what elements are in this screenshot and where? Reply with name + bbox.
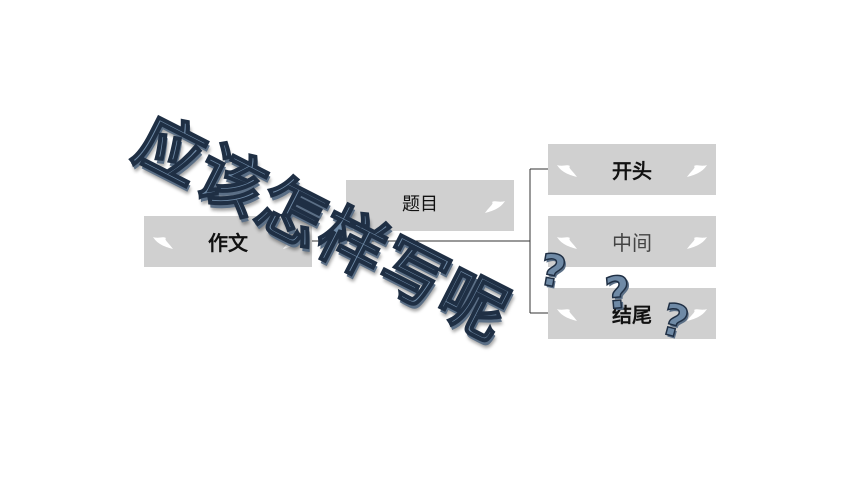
wing-icon (557, 236, 577, 249)
middle-node-label: 题目 (402, 193, 438, 215)
wing-icon (687, 236, 707, 249)
branch-node-middle: 中间 (548, 216, 716, 267)
branch-node-top: 开头 (548, 144, 716, 195)
wing-icon (557, 164, 577, 177)
branch-node-bottom: 结尾 (548, 288, 716, 339)
wing-icon (153, 236, 173, 249)
root-node-label: 作文 (208, 231, 248, 255)
branch-top-label: 开头 (612, 159, 652, 183)
question-mark-2: ? (602, 266, 633, 321)
wing-icon (485, 200, 505, 213)
middle-node: 题目 (346, 180, 514, 231)
wing-icon (557, 308, 577, 321)
wing-icon (283, 236, 303, 249)
wing-icon (687, 308, 707, 321)
wing-icon (687, 164, 707, 177)
branch-middle-label: 中间 (612, 231, 652, 255)
root-node: 作文 (144, 216, 312, 267)
branch-bottom-label: 结尾 (612, 303, 652, 327)
